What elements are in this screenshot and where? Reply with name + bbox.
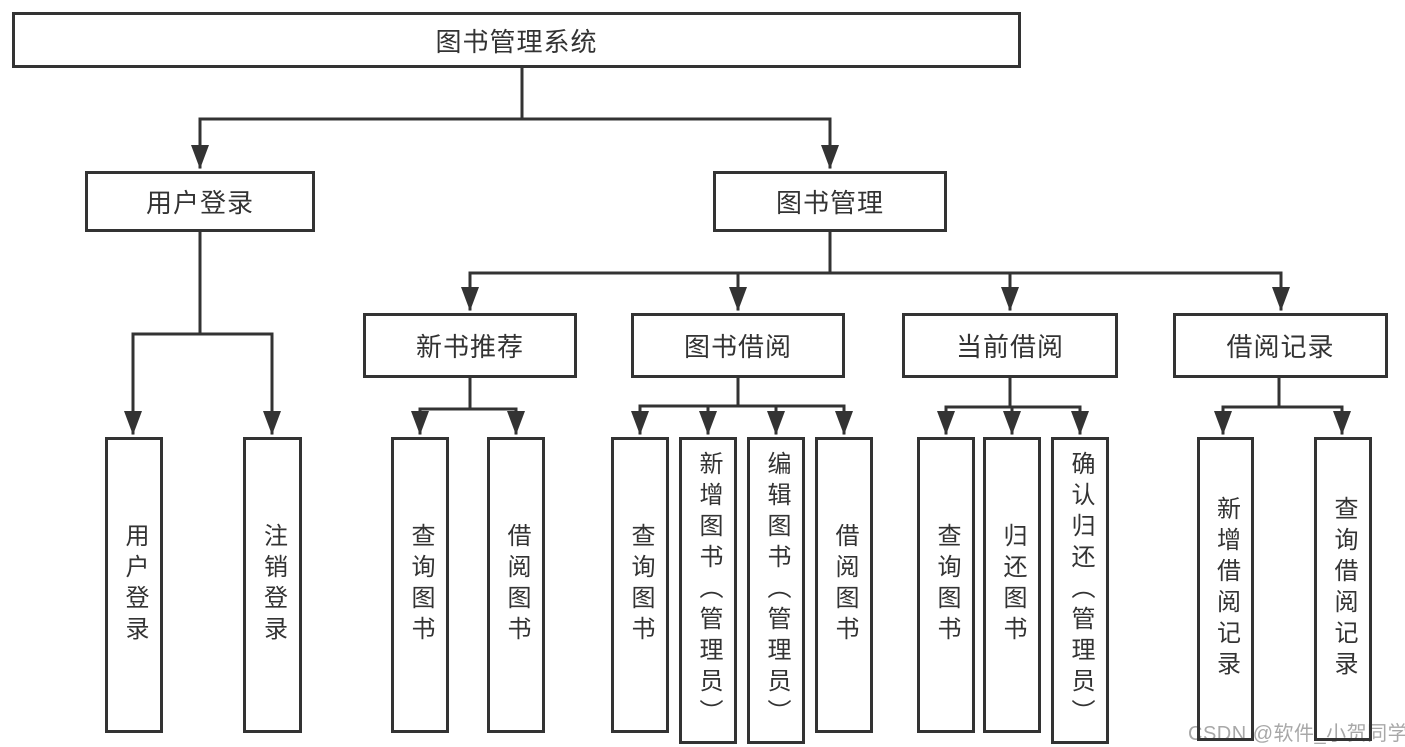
node-current-borrow: 当前借阅 (902, 313, 1118, 378)
node-label: 用户登录 (121, 523, 148, 647)
node-nb-borrow-book: 借阅图书 (487, 437, 545, 733)
node-cb-query-book: 查询图书 (917, 437, 975, 733)
node-borrow-record: 借阅记录 (1173, 313, 1388, 378)
node-label: 归还图书 (999, 523, 1026, 647)
node-bb-add-book-admin: 新增图书（管理员） (679, 437, 737, 744)
edges-current-borrow (937, 376, 1089, 435)
node-logout: 注销登录 (243, 437, 302, 733)
node-br-query-record: 查询借阅记录 (1314, 437, 1372, 741)
node-book-borrow: 图书借阅 (631, 313, 845, 378)
node-label: 借阅记录 (1226, 332, 1335, 362)
node-label: 新书推荐 (415, 332, 524, 362)
node-label: 借阅图书 (503, 523, 530, 647)
node-label: 新增图书（管理员） (695, 451, 722, 730)
edges-book-mgmt (461, 230, 1290, 311)
node-label: 编辑图书（管理员） (763, 451, 790, 730)
node-label: 查询图书 (933, 523, 960, 647)
node-label: 注销登录 (259, 523, 287, 647)
node-label: 图书借阅 (683, 332, 792, 362)
node-br-add-record: 新增借阅记录 (1197, 437, 1254, 741)
node-bb-query-book: 查询图书 (611, 437, 669, 733)
edges-book-borrow (631, 376, 853, 435)
node-label: 查询借阅记录 (1330, 496, 1357, 682)
node-label: 用户登录 (145, 188, 254, 218)
edges-root (191, 66, 839, 169)
edges-user-login (124, 230, 281, 435)
edges-new-book (411, 376, 525, 435)
node-bb-borrow-book: 借阅图书 (815, 437, 873, 733)
node-label: 图书管理系统 (435, 26, 598, 57)
node-new-book-recommend: 新书推荐 (363, 313, 577, 378)
node-label: 图书管理 (775, 188, 884, 218)
node-label: 查询图书 (627, 523, 654, 647)
node-label: 新增借阅记录 (1212, 496, 1240, 682)
node-root: 图书管理系统 (12, 12, 1021, 68)
node-label: 确认归还（管理员） (1067, 451, 1094, 730)
node-user-login: 用户登录 (105, 437, 163, 733)
node-user-login-group: 用户登录 (85, 171, 315, 232)
node-label: 借阅图书 (831, 523, 858, 647)
node-bb-edit-book-admin: 编辑图书（管理员） (747, 437, 805, 744)
node-label: 当前借阅 (955, 332, 1064, 362)
node-cb-return-book: 归还图书 (983, 437, 1041, 733)
node-cb-confirm-return-admin: 确认归还（管理员） (1051, 437, 1109, 744)
node-label: 查询图书 (407, 523, 434, 647)
node-nb-query-book: 查询图书 (391, 437, 449, 733)
node-book-mgmt: 图书管理 (713, 171, 947, 232)
edges-borrow-record (1214, 376, 1351, 435)
